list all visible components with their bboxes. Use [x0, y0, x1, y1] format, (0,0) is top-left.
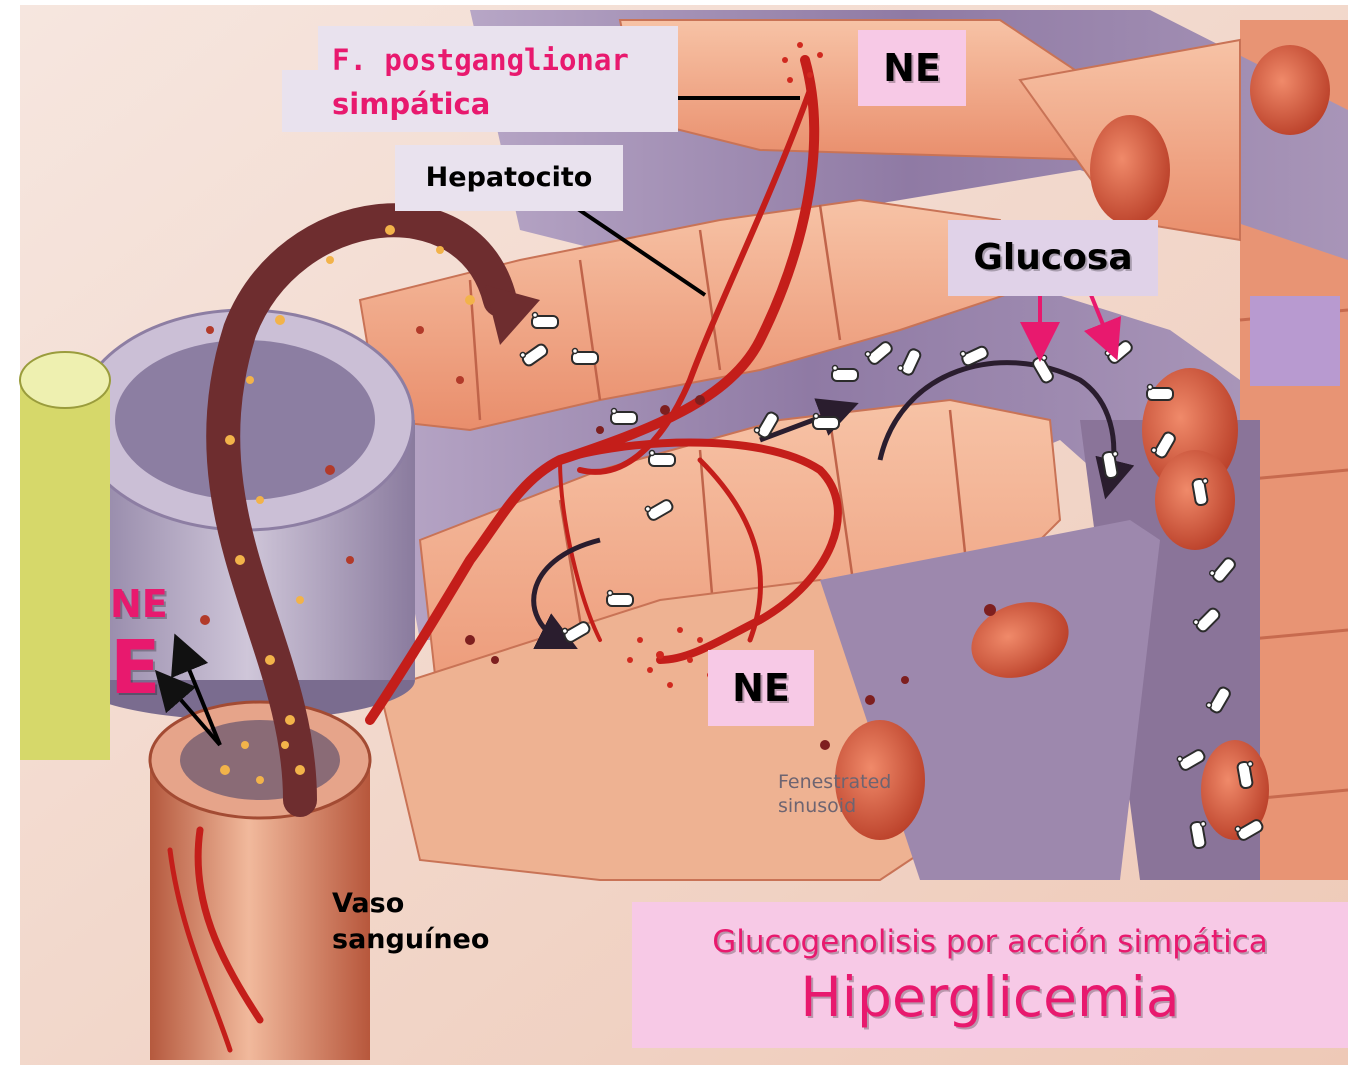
fenestrated-line1: Fenestrated — [778, 770, 891, 794]
blood-vessel-label: Vaso sanguíneo — [332, 886, 489, 958]
caption-box: Glucogenolisis por acción simpática Hipe… — [632, 902, 1348, 1048]
hepatocyte-label: Hepatocito — [395, 145, 623, 211]
ne-side-label: NE — [110, 582, 168, 626]
postganglionic-fiber-line2: simpática — [332, 82, 629, 126]
postganglionic-fiber-line1: F. postganglionar — [332, 38, 629, 82]
caption-title: Glucogenolisis por acción simpática — [632, 922, 1348, 962]
fenestrated-line2: sinusoid — [778, 794, 891, 818]
ne-top-label: NE — [858, 30, 966, 106]
postganglionic-fiber-text: F. postganglionar simpática — [332, 38, 629, 126]
e-side-label: E — [110, 628, 161, 708]
vessel-line1: Vaso — [332, 886, 489, 922]
vessel-line2: sanguíneo — [332, 922, 489, 958]
ne-center-label: NE — [708, 650, 814, 726]
glucose-label: Glucosa — [948, 220, 1158, 296]
side-swatch — [1250, 296, 1340, 386]
caption-subtitle: Hiperglicemia — [632, 962, 1348, 1032]
fenestrated-sinusoid-label: Fenestrated sinusoid — [778, 770, 891, 818]
